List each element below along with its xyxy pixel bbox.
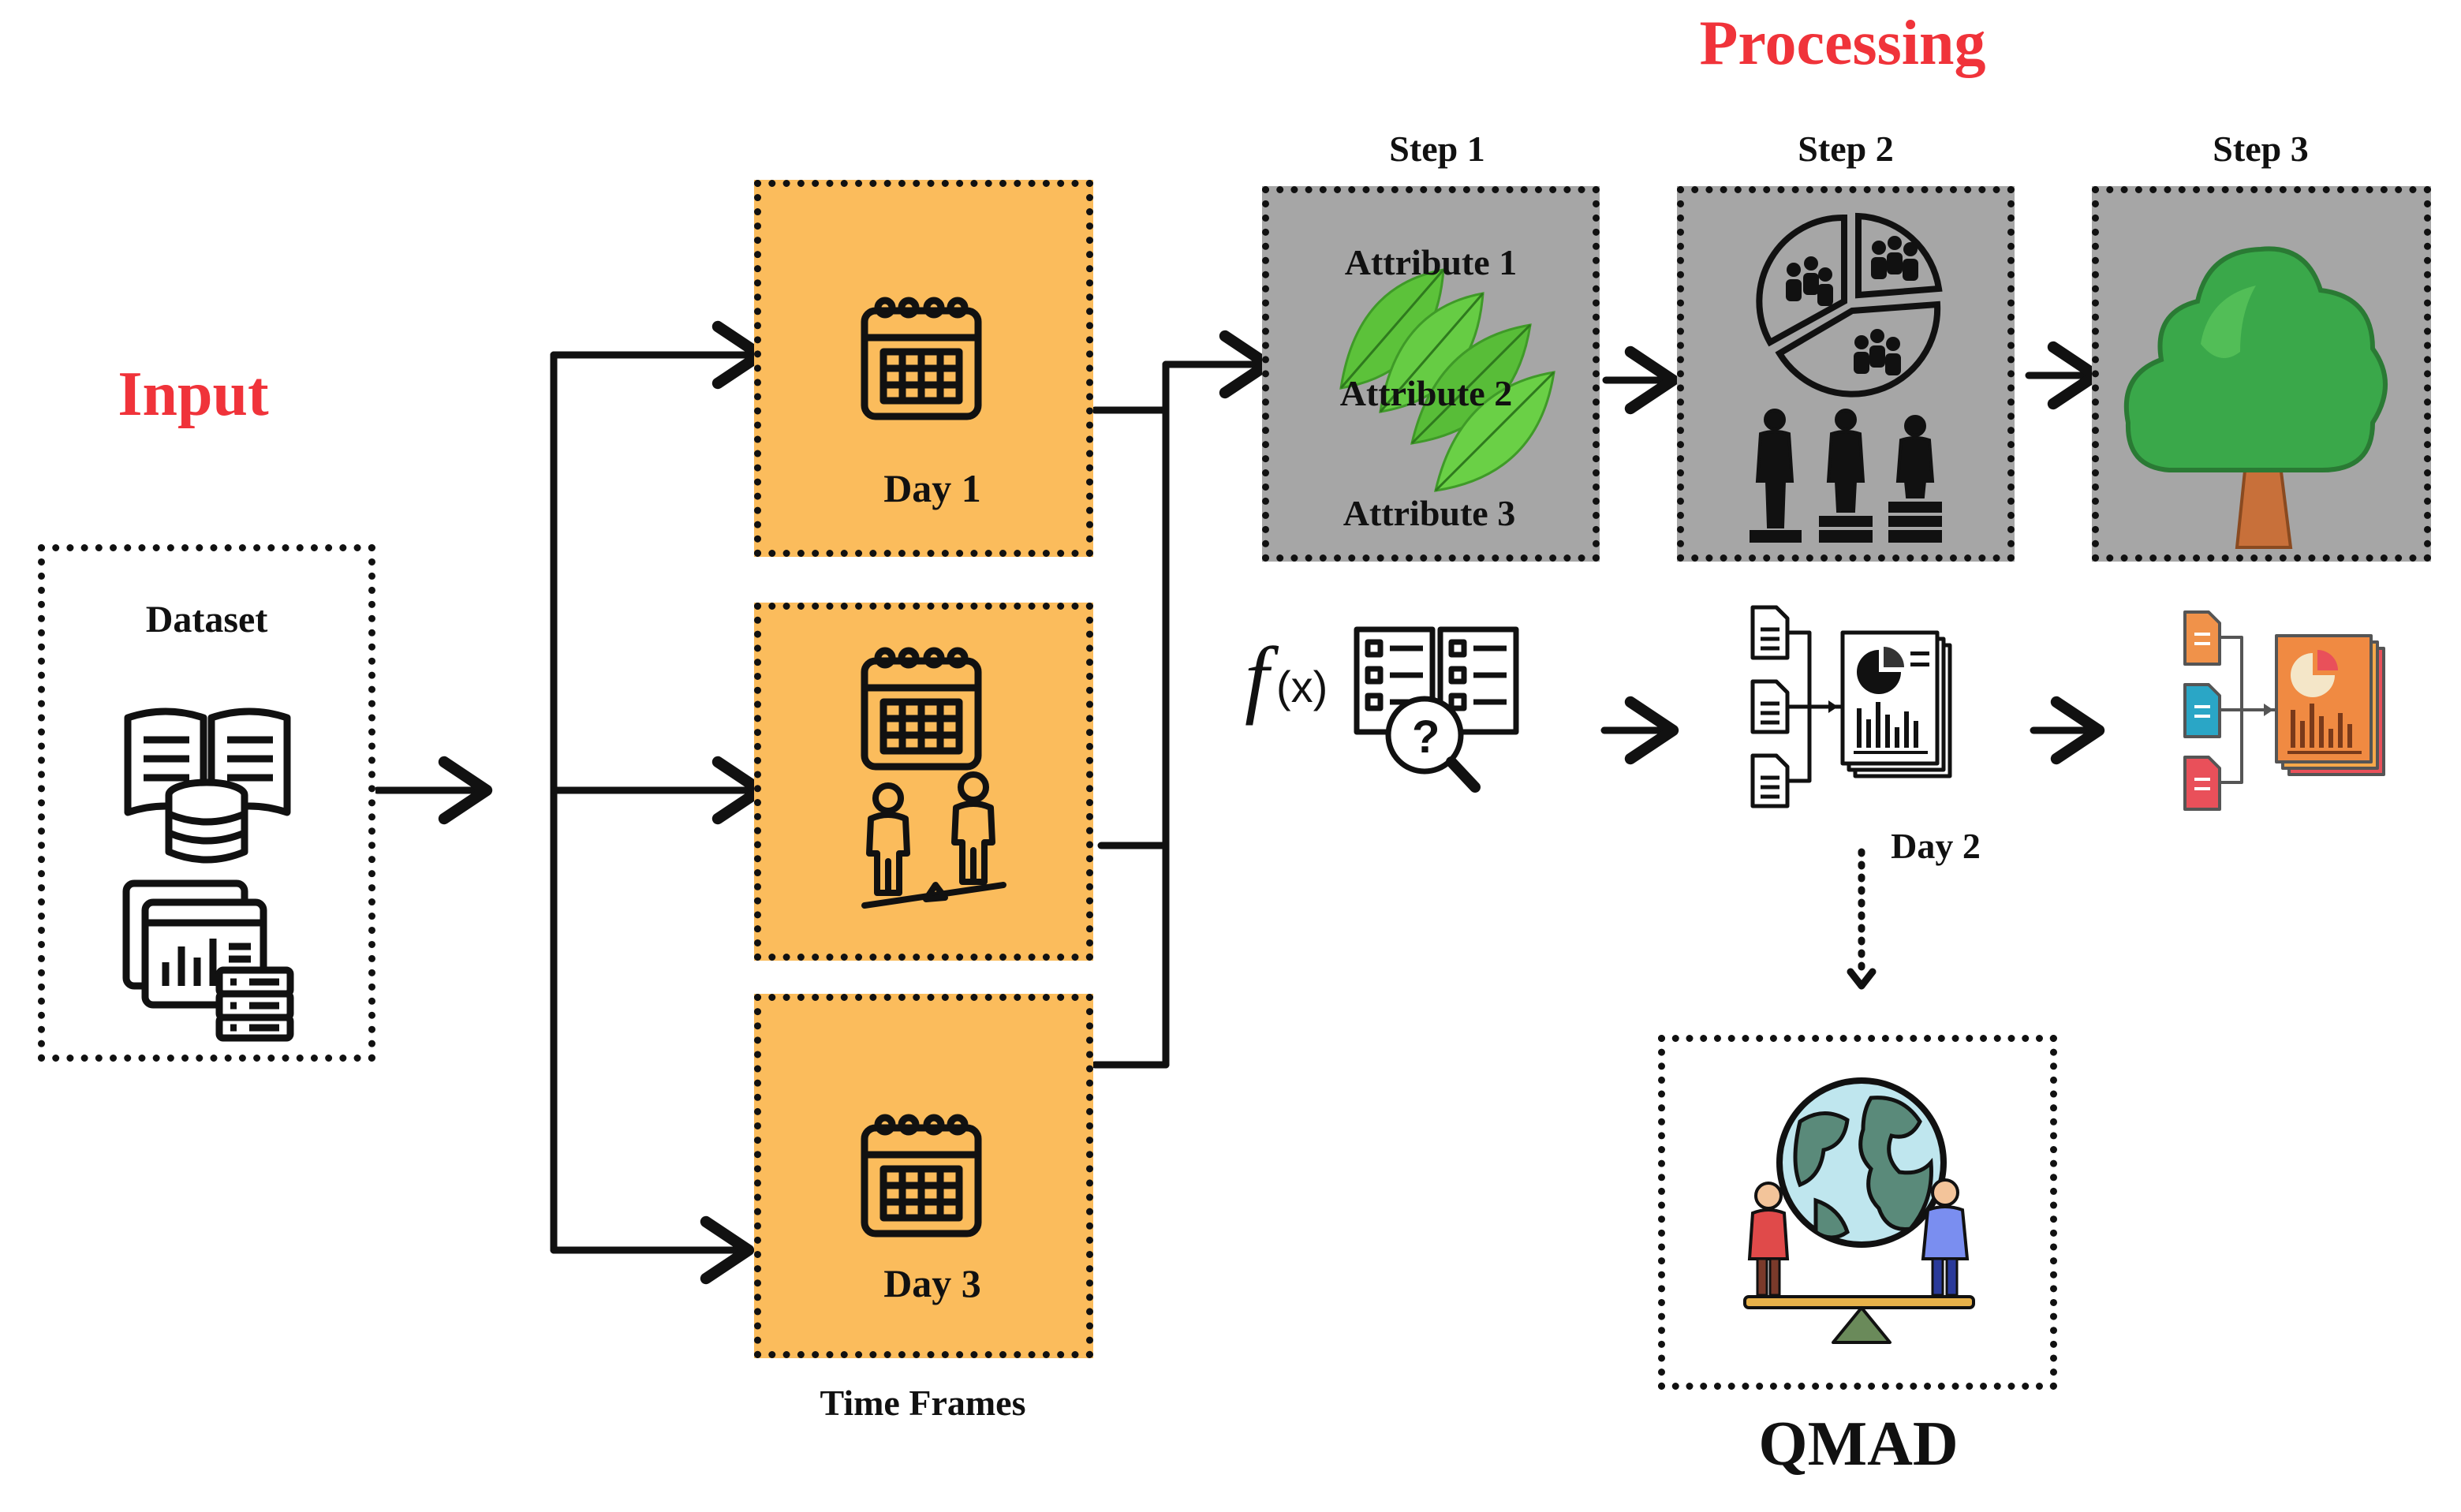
input-title: Input [118,360,269,429]
balance-people-icon [861,771,1006,909]
attribute-2-label: Attribute 2 [1339,373,1513,413]
step3-label: Step 3 [2213,129,2309,169]
calendar-icon [861,1114,982,1238]
attribute-3-label: Attribute 3 [1343,493,1516,533]
globe-balance-icon [1743,1077,1975,1344]
svg-text:?: ? [1412,711,1440,763]
attribute-1-label: Attribute 1 [1344,242,1518,282]
day3-label: Day 3 [883,1261,981,1305]
processing-title: Processing [1699,9,1986,78]
step1-label: Step 1 [1389,129,1485,169]
qmad-title: QMAD [1758,1409,1959,1479]
tree-icon [2123,246,2388,549]
day1-label: Day 1 [883,466,981,510]
podium-icon [1750,409,1942,543]
day1-frame [754,180,1093,557]
day2-label: Day 2 [1891,826,1981,866]
svg-text:(x): (x) [1276,662,1328,711]
svg-text:f: f [1245,629,1279,726]
pie-people-icon [1756,212,1943,398]
calendar-icon [861,297,982,420]
step2-label: Step 2 [1798,129,1894,169]
function-search-icon: f (x) ? [1245,626,1519,793]
colored-report-icon [2183,610,2385,811]
database-icon [122,707,294,1042]
report-docs-icon [1750,605,1952,808]
calendar-icon [861,647,982,771]
leaves-icon [1339,268,1555,492]
dataset-label: Dataset [145,599,268,640]
time-frames-label: Time Frames [820,1383,1026,1423]
